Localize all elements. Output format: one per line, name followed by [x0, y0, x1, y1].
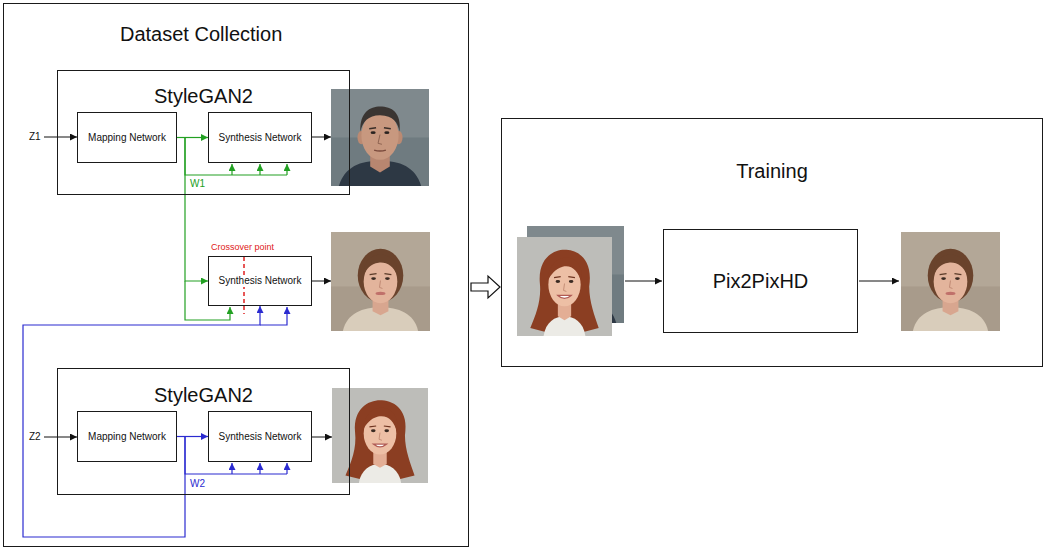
process-box: Synthesis Network: [208, 256, 312, 306]
output-arrow: [312, 437, 332, 438]
box-label: Mapping Network: [87, 132, 167, 144]
face-image: [331, 232, 430, 331]
style-arrow: [260, 307, 287, 325]
process-box: Synthesis Network: [208, 411, 312, 462]
output-arrow: [312, 137, 331, 138]
callout-label: Crossover point: [210, 243, 275, 253]
style-arrow: [231, 164, 232, 175]
style-arrow: [286, 164, 287, 175]
style-connector: [177, 138, 208, 282]
input-arrow: [44, 437, 77, 438]
input-arrow: [44, 137, 77, 138]
model-box: StyleGAN2Mapping Network Synthesis Networ…: [57, 368, 350, 495]
output-arrow: [312, 281, 331, 282]
box-heading: StyleGAN2: [58, 384, 349, 407]
style-wire: [185, 437, 287, 474]
style-arrow: [286, 463, 287, 474]
style-arrow: [259, 164, 260, 175]
box-label: Synthesis Network: [218, 275, 303, 287]
input-symbol: Z2: [28, 431, 42, 442]
flow-arrow: [859, 281, 899, 282]
group-box: TrainingPix2PixHD: [501, 118, 1043, 367]
box-label: Pix2PixHD: [712, 270, 810, 293]
style-arrow: [259, 463, 260, 474]
box-label: Synthesis Network: [218, 132, 303, 144]
box-heading: Training: [502, 160, 1042, 183]
input-symbol: Z1: [28, 131, 42, 142]
group-box: Dataset CollectionStyleGAN2Mapping Netwo…: [3, 3, 469, 547]
block-arrow: [471, 276, 500, 298]
latent-symbol: W2: [189, 478, 206, 489]
box-label: Synthesis Network: [218, 431, 303, 443]
process-box: Mapping Network: [77, 112, 177, 163]
face-image: [332, 388, 428, 483]
model-box: Pix2PixHD: [663, 229, 858, 333]
face-image: [331, 89, 429, 186]
flow-arrow: [625, 281, 662, 282]
latent-symbol: W1: [189, 178, 206, 189]
process-box: Synthesis Network: [208, 112, 312, 163]
model-box: StyleGAN2Mapping Network Synthesis Networ…: [57, 70, 350, 195]
style-arrow: [231, 463, 232, 474]
box-label: Mapping Network: [87, 431, 167, 443]
style-connector: [23, 306, 260, 537]
box-heading: Dataset Collection: [120, 23, 282, 46]
box-heading: StyleGAN2: [58, 85, 349, 108]
process-box: Mapping Network: [77, 411, 177, 462]
face-image: [901, 232, 1000, 331]
face-image: [517, 237, 612, 336]
